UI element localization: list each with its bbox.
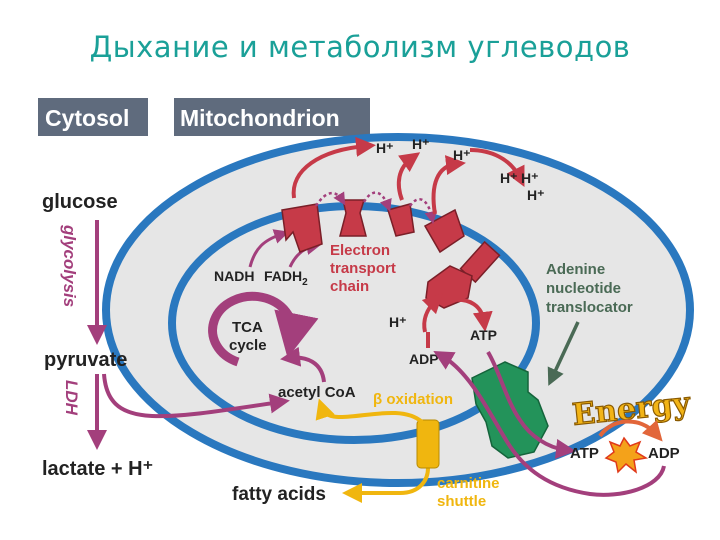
proton-label-6: H⁺ [527,187,545,203]
proton-arrow-3 [431,155,466,215]
slide-title: Дыхание и метаболизм углеводов [89,30,631,64]
complex-3 [387,203,415,237]
energy-adp-label: ADP [648,445,680,462]
mitochondrion-header-box [174,98,370,136]
proton-arrow-1 [291,136,376,199]
ldh-label: LDH [62,380,81,416]
electron-hop-2 [362,191,392,212]
energy-atp-label: ATP [570,445,599,462]
translocator-pointer-arrow [547,321,580,386]
complex-4 [423,208,465,254]
etc-label-3: chain [330,278,369,295]
synthase-proton-arrow [421,292,444,333]
nadh-label: NADH [214,268,254,284]
cytosol-header-label: Cytosol [45,105,129,131]
translocator-label-2: nucleotide [546,280,621,297]
carnitine-shuttle-label-1: carnitine [437,475,500,492]
adp-import-arrow [433,351,666,497]
cytosol-header-box [38,98,148,136]
glycolysis-label: glycolysis [60,224,79,307]
proton-label-7: H⁺ [389,314,407,330]
proton-arrow-2 [396,152,421,201]
fatty-acids-label: fatty acids [232,484,326,505]
glucose-label: glucose [42,191,118,213]
adp-to-atp-arrow [451,297,493,332]
fadh2-subscript: 2 [302,277,308,288]
acetyl-coa-label: acetyl CoA [278,384,356,401]
proton-label-2: H⁺ [412,136,430,152]
atp-label: ATP [470,327,497,343]
fadh2-label: FADH2 [264,268,308,288]
energy-cycle-arrow [598,419,663,442]
translocator-label-3: translocator [546,299,633,316]
carnitine-shuttle [416,419,440,469]
atp-export-arrow [486,350,576,459]
proton-arrow-4 [469,148,525,187]
lactate-label: lactate + H⁺ [42,458,153,480]
tca-cycle-ring [208,291,319,367]
proton-label-1: H⁺ [376,140,394,156]
mitochondrion-header-label: Mitochondrion [180,105,340,131]
translocator-label-1: Adenine [546,261,605,278]
pyruvate-label: pyruvate [44,349,127,371]
pyruvate-to-acetylcoa-arrow [102,373,290,419]
electron-hop-1 [314,191,346,207]
nadh-to-etc-arrow [248,229,290,268]
energy-burst-icon [604,436,649,474]
beta-oxidation-arrow [315,398,424,424]
fatty-acids-arrow [342,467,430,503]
beta-oxidation-label: β oxidation [373,391,453,408]
proton-label-5: H⁺ [521,170,539,186]
tca-label: TCA [232,319,263,336]
adp-label: ADP [409,351,439,367]
proton-label-4: H⁺ [500,170,518,186]
etc-label-1: Electron [330,242,390,259]
etc-label-2: transport [330,260,396,277]
carnitine-shuttle-label-2: shuttle [437,493,486,510]
proton-label-3: H⁺ [453,147,471,163]
tca-cycle-label: cycle [229,337,267,354]
electron-hop-3 [408,198,437,225]
